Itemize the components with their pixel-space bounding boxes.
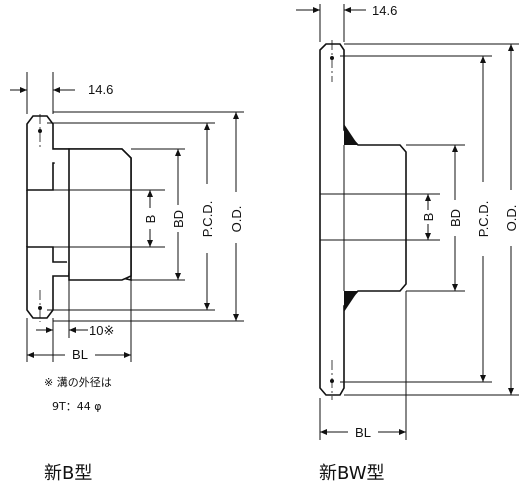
left-od-label: O.D. <box>229 206 244 233</box>
right-width-label: 14.6 <box>372 3 397 18</box>
left-groove-label: 10※ <box>89 323 114 338</box>
right-pcd-label: P.C.D. <box>476 201 491 238</box>
left-sprocket-profile <box>26 114 132 322</box>
right-bl-label: BL <box>355 425 371 440</box>
left-bd-label: BD <box>171 210 186 228</box>
right-bd-label: BD <box>448 209 463 227</box>
title-new-bw-type: 新BW型 <box>319 463 385 484</box>
right-b-label: B <box>421 213 436 222</box>
left-bl-label: BL <box>72 347 88 362</box>
left-dimensions <box>10 72 244 362</box>
title-new-b-type: 新B型 <box>44 463 92 484</box>
right-dimensions <box>296 4 519 440</box>
note-line-2: 9T：44 φ <box>52 400 101 413</box>
left-width-label: 14.6 <box>88 82 113 97</box>
right-sprocket-profile <box>319 40 407 400</box>
right-od-label: O.D. <box>504 205 519 232</box>
note-line-1: ※ 溝の外径は <box>44 376 112 389</box>
left-b-label: B <box>143 215 158 224</box>
left-pcd-label: P.C.D. <box>200 201 215 238</box>
